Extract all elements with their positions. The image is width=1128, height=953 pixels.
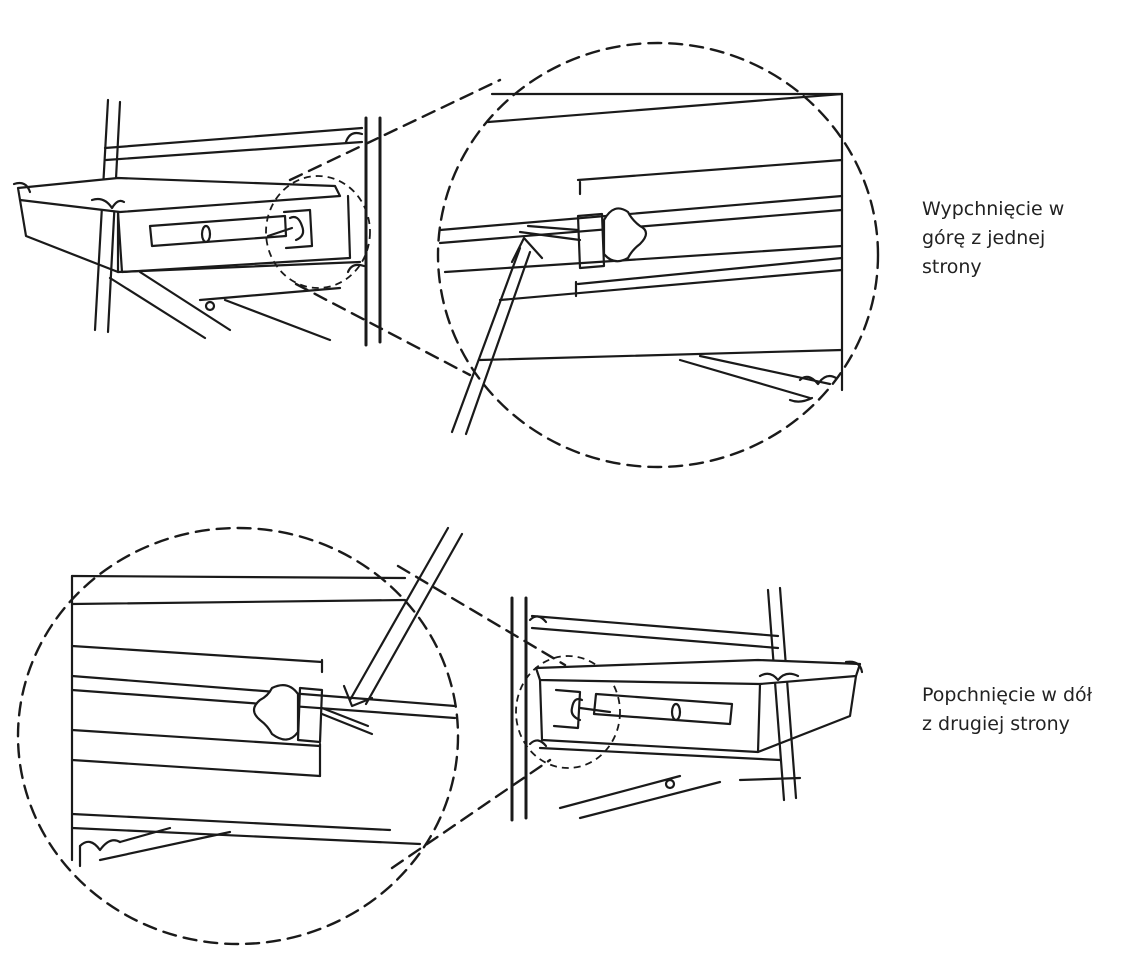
detail-marker-bottom: [515, 655, 621, 769]
caption-push-up: Wypchnięcie w górę z jednej strony: [922, 198, 1065, 278]
bottom-illustration: [16, 526, 864, 946]
detail-content-bottom: [70, 526, 464, 868]
detail-magnifier-top: [436, 41, 880, 469]
cabinet-frame-top: [93, 98, 382, 347]
drawer-bottom: [534, 658, 864, 754]
detail-marker-top: [265, 175, 371, 289]
cabinet-frame-bottom: [510, 586, 802, 822]
drawer-top: [12, 176, 352, 274]
detail-magnifier-bottom: [16, 526, 460, 946]
detail-content-top: [438, 92, 844, 436]
top-illustration: [12, 41, 880, 469]
caption-push-down: Popchnięcie w dół z drugiej strony: [922, 684, 1093, 735]
